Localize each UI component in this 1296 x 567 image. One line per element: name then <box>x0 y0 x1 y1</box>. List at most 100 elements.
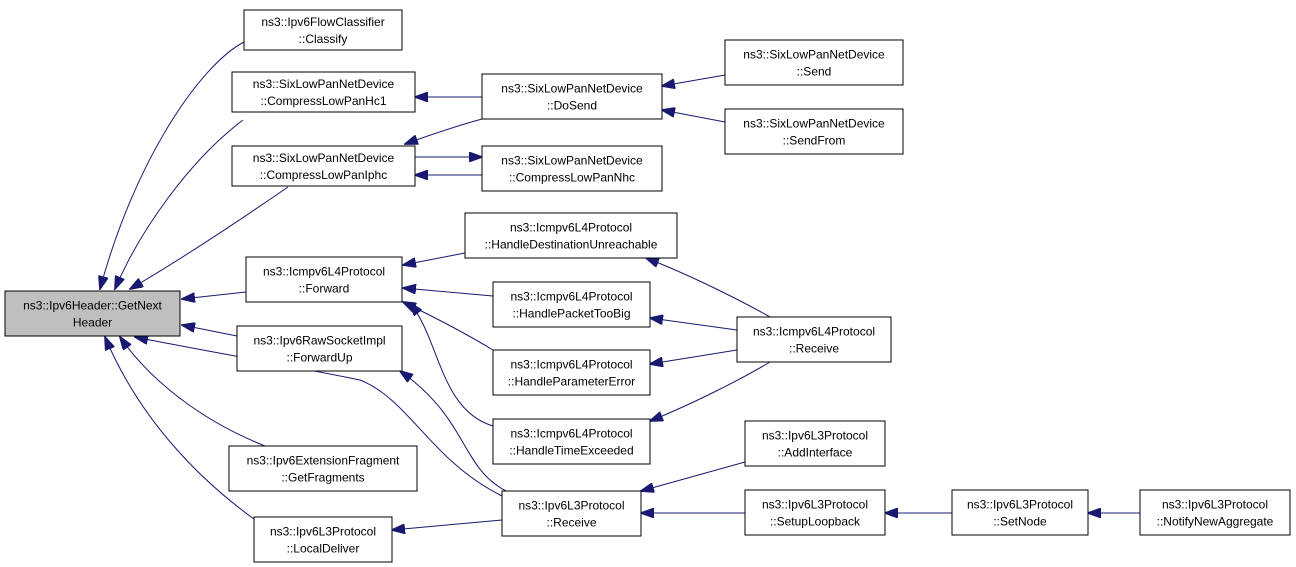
node-label-line: ns3::SixLowPanNetDevice <box>501 154 643 168</box>
edge-icmprecv-to-hpe <box>650 349 738 364</box>
node-send[interactable]: ns3::SixLowPanNetDevice::Send <box>724 39 904 86</box>
node-label-line: ::HandleDestinationUnreachable <box>485 238 658 252</box>
node-box <box>501 490 642 537</box>
node-notify[interactable]: ns3::Ipv6L3Protocol::NotifyNewAggregate <box>1139 489 1291 536</box>
edge-icmprecv-to-hptb <box>650 318 738 331</box>
node-setuplb[interactable]: ns3::Ipv6L3Protocol::SetupLoopback <box>744 489 886 536</box>
edge-icmprecv-to-hdu <box>646 258 771 318</box>
node-box <box>231 71 416 113</box>
node-iphc[interactable]: ns3::SixLowPanNetDevice::CompressLowPanI… <box>231 145 416 187</box>
node-dosend[interactable]: ns3::SixLowPanNetDevice::DoSend <box>481 73 663 120</box>
node-label-line: ::NotifyNewAggregate <box>1157 515 1274 529</box>
edge-iphc-to-getnext <box>130 186 289 289</box>
node-box <box>243 9 403 51</box>
node-box <box>481 145 663 192</box>
node-box <box>492 281 651 328</box>
edge-hte-to-icmpfwd <box>410 303 494 427</box>
node-icmpfwd[interactable]: ns3::Icmpv6L4Protocol::Forward <box>245 256 403 303</box>
node-label-line: ns3::Ipv6ExtensionFragment <box>247 454 400 468</box>
node-box <box>492 418 651 465</box>
node-icmprecv[interactable]: ns3::Icmpv6L4Protocol::Receive <box>736 316 892 363</box>
node-label-line: ns3::SixLowPanNetDevice <box>253 77 395 91</box>
node-box <box>228 445 418 492</box>
node-label-line: ::CompressLowPanHc1 <box>260 94 386 108</box>
node-label-line: ns3::Ipv6FlowClassifier <box>261 15 384 29</box>
node-label-line: ::AddInterface <box>778 446 853 460</box>
node-rawfwd[interactable]: ns3::Ipv6RawSocketImpl::ForwardUp <box>236 325 403 372</box>
node-label-line: ::CompressLowPanNhc <box>509 171 635 185</box>
node-label-line: ::SetNode <box>993 515 1047 529</box>
node-label-line: ::DoSend <box>547 99 597 113</box>
node-label-line: ns3::Ipv6L3Protocol <box>762 498 868 512</box>
edge-flowclass-to-getnext <box>100 41 245 289</box>
node-box <box>4 290 181 337</box>
node-label-line: ns3::Icmpv6L4Protocol <box>510 358 632 372</box>
edge-hpe-to-icmpfwd <box>403 302 494 351</box>
node-box <box>724 39 904 86</box>
node-label-line: ns3::Ipv6Header::GetNext <box>23 299 162 313</box>
node-hdu[interactable]: ns3::Icmpv6L4Protocol::HandleDestination… <box>464 212 678 259</box>
node-hte[interactable]: ns3::Icmpv6L4Protocol::HandleTimeExceede… <box>492 418 651 465</box>
node-label-line: ::LocalDeliver <box>287 542 360 556</box>
node-label-line: ns3::Icmpv6L4Protocol <box>753 325 875 339</box>
node-box <box>464 212 678 259</box>
node-label-line: ns3::Ipv6L3Protocol <box>1162 498 1268 512</box>
node-label-line: ::SetupLoopback <box>770 515 861 529</box>
edges-layer <box>100 41 1140 530</box>
node-label-line: ns3::Icmpv6L4Protocol <box>510 221 632 235</box>
node-label-line: ns3::Ipv6L3Protocol <box>967 498 1073 512</box>
node-label-line: ns3::Ipv6RawSocketImpl <box>253 334 385 348</box>
node-box <box>744 420 886 467</box>
node-sendfrom[interactable]: ns3::SixLowPanNetDevice::SendFrom <box>724 108 904 155</box>
node-label-line: ::HandleTimeExceeded <box>509 444 633 458</box>
node-label-line: ::Send <box>797 65 832 79</box>
node-label-line: ::Forward <box>299 282 350 296</box>
node-label-line: ns3::Ipv6L3Protocol <box>762 429 868 443</box>
node-box <box>245 256 403 303</box>
node-label-line: ::GetFragments <box>281 471 364 485</box>
edge-icmpfwd-to-getnext <box>182 291 247 299</box>
node-label-line: ns3::Ipv6L3Protocol <box>270 525 376 539</box>
edge-rawfwd-to-getnext <box>182 325 238 337</box>
node-box <box>231 145 416 187</box>
edge-dosend-to-iphc <box>405 118 483 144</box>
node-box <box>253 516 393 563</box>
edge-hptb-to-icmpfwd <box>403 288 494 297</box>
node-hpe[interactable]: ns3::Icmpv6L4Protocol::HandleParameterEr… <box>492 349 651 396</box>
node-setnode[interactable]: ns3::Ipv6L3Protocol::SetNode <box>951 489 1089 536</box>
node-box <box>492 349 651 396</box>
node-label-line: ns3::Icmpv6L4Protocol <box>510 427 632 441</box>
node-l3recv[interactable]: ns3::Ipv6L3Protocol::Receive <box>501 490 642 537</box>
node-addif[interactable]: ns3::Ipv6L3Protocol::AddInterface <box>744 420 886 467</box>
node-box <box>736 316 892 363</box>
node-label-line: ::Classify <box>299 32 348 46</box>
edge-hdu-to-icmpfwd <box>403 252 466 265</box>
edge-sendfrom-to-dosend <box>662 110 726 123</box>
node-box <box>1139 489 1291 536</box>
node-box <box>744 489 886 536</box>
edge-hc1-to-getnext <box>115 119 244 289</box>
node-flowclass[interactable]: ns3::Ipv6FlowClassifier::Classify <box>243 9 403 51</box>
edge-send-to-dosend <box>662 74 726 86</box>
node-nhc[interactable]: ns3::SixLowPanNetDevice::CompressLowPanN… <box>481 145 663 192</box>
edge-extfrag-to-getnext <box>120 337 266 447</box>
edge-l3recv-to-getnext <box>135 337 503 497</box>
node-extfrag[interactable]: ns3::Ipv6ExtensionFragment::GetFragments <box>228 445 418 492</box>
node-label-line: ns3::SixLowPanNetDevice <box>743 117 885 131</box>
node-box <box>481 73 663 120</box>
node-label-line: ::Receive <box>546 516 596 530</box>
node-label-line: ::SendFrom <box>783 134 846 148</box>
node-hptb[interactable]: ns3::Icmpv6L4Protocol::HandlePacketTooBi… <box>492 281 651 328</box>
node-label-line: ns3::SixLowPanNetDevice <box>253 151 395 165</box>
node-label-line: ns3::Icmpv6L4Protocol <box>510 290 632 304</box>
node-box <box>951 489 1089 536</box>
node-label-line: Header <box>73 316 112 330</box>
edge-icmprecv-to-hte <box>650 361 771 421</box>
node-hc1[interactable]: ns3::SixLowPanNetDevice::CompressLowPanH… <box>231 71 416 113</box>
node-localdel[interactable]: ns3::Ipv6L3Protocol::LocalDeliver <box>253 516 393 563</box>
node-label-line: ::CompressLowPanIphc <box>260 168 387 182</box>
edge-l3recv-to-rawfwd <box>400 371 511 494</box>
edge-localdel-to-getnext <box>105 337 255 520</box>
